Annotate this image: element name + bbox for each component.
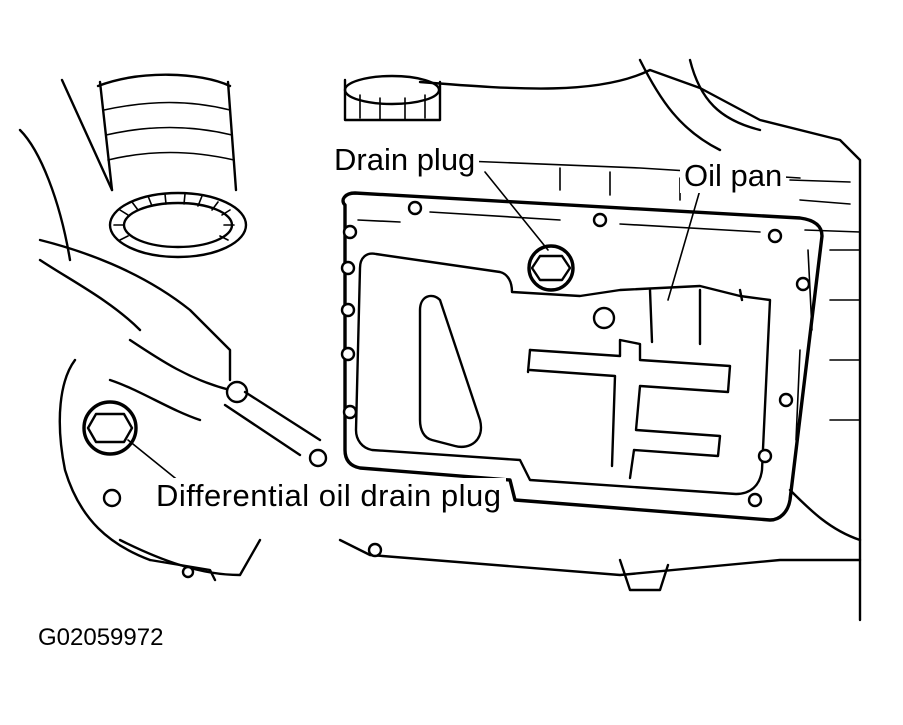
drain-plug-label: Drain plug	[330, 142, 480, 177]
cylinder-component	[343, 74, 442, 122]
differential-drain-plug-bolt-icon	[58, 358, 152, 562]
oil-pan-label: Oil pan	[680, 158, 787, 193]
figure-id: G02059972	[38, 624, 164, 651]
axle-shaft-icon	[18, 73, 322, 457]
lower-housing	[118, 488, 862, 592]
transmission-housing	[418, 58, 862, 622]
drain-plug-bolt-icon	[527, 244, 575, 292]
oil-pan-icon	[308, 191, 824, 522]
leader-lines	[127, 171, 701, 483]
differential-drain-plug-label: Differential oil drain plug	[152, 478, 506, 513]
